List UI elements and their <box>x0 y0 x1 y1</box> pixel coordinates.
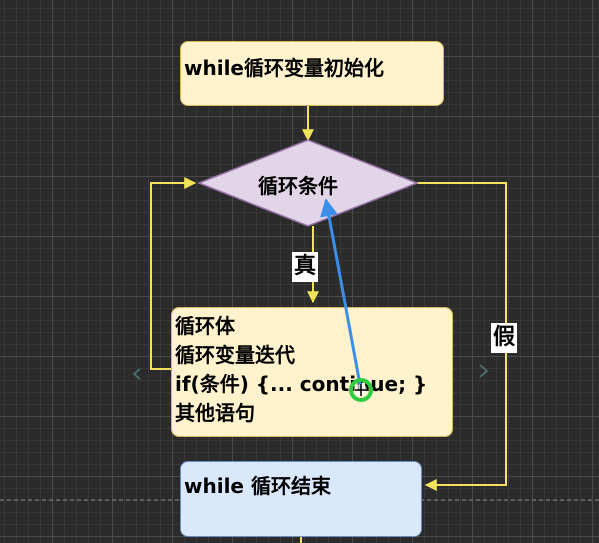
body-line-4: 其他语句 <box>175 401 255 425</box>
init-process-box[interactable]: while循环变量初始化 <box>180 41 444 106</box>
loop-end-box[interactable]: while 循环结束 <box>180 461 422 537</box>
condition-label: 循环条件 <box>258 174 338 198</box>
end-label: while 循环结束 <box>184 474 331 498</box>
init-label: while循环变量初始化 <box>184 56 384 80</box>
edge-loop-back[interactable] <box>150 177 197 370</box>
connection-hint-left <box>132 368 141 380</box>
condition-diamond[interactable] <box>196 139 420 227</box>
body-line-2: 循环变量迭代 <box>175 343 295 367</box>
true-branch-label: 真 <box>292 252 319 282</box>
body-line-1: 循环体 <box>175 314 235 338</box>
false-branch-label: 假 <box>491 323 518 353</box>
body-line-3: if(条件) {... continue; } <box>175 372 428 396</box>
connection-hint-right <box>479 364 489 378</box>
loop-body-box[interactable]: 循环体 循环变量迭代 if(条件) {... continue; } 其他语句 <box>171 307 453 437</box>
